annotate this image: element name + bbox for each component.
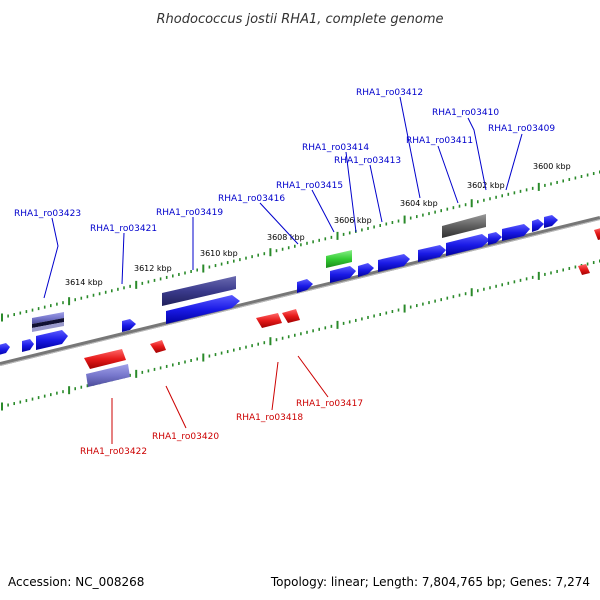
- gene-label[interactable]: RHA1_ro03415: [276, 181, 343, 191]
- genome-summary-text: Topology: linear; Length: 7,804,765 bp; …: [270, 575, 590, 589]
- tick-label: 3610 kbp: [200, 249, 238, 258]
- gene-label[interactable]: RHA1_ro03418: [236, 413, 303, 423]
- gene-label[interactable]: RHA1_ro03417: [296, 399, 363, 409]
- feature-bar[interactable]: [32, 322, 64, 332]
- gene-arrow[interactable]: [256, 313, 282, 328]
- tick-labels: 3600 kbp 3602 kbp 3604 kbp 3606 kbp 3608…: [65, 162, 571, 287]
- gene-label[interactable]: RHA1_ro03412: [356, 88, 423, 98]
- gene-arrow[interactable]: [297, 279, 313, 293]
- gene-label[interactable]: RHA1_ro03409: [488, 124, 555, 134]
- gene-arrow[interactable]: [532, 219, 544, 232]
- tracks: 3600 kbp 3602 kbp 3604 kbp 3606 kbp 3608…: [0, 88, 600, 457]
- gene-label[interactable]: RHA1_ro03420: [152, 432, 219, 442]
- gene-label[interactable]: RHA1_ro03416: [218, 194, 285, 204]
- tick-label: 3602 kbp: [467, 181, 505, 190]
- tick-label: 3600 kbp: [533, 162, 571, 171]
- gene-label[interactable]: RHA1_ro03410: [432, 108, 499, 118]
- feature-bar[interactable]: [32, 312, 64, 324]
- gene-label[interactable]: RHA1_ro03413: [334, 156, 401, 166]
- gene-arrow[interactable]: [22, 339, 34, 352]
- gene-arrow[interactable]: [544, 215, 558, 228]
- feature-bar[interactable]: [162, 276, 236, 306]
- tick-label: 3608 kbp: [267, 233, 305, 242]
- gene-label[interactable]: RHA1_ro03419: [156, 208, 223, 218]
- tick-label: 3606 kbp: [334, 216, 372, 225]
- rna-feature[interactable]: [442, 214, 486, 238]
- gene-arrow[interactable]: [418, 245, 446, 262]
- gene-arrow[interactable]: [594, 227, 600, 240]
- top-gene-labels: RHA1_ro03412 RHA1_ro03410 RHA1_ro03411 R…: [14, 88, 555, 234]
- gene-arrow[interactable]: [502, 224, 530, 241]
- gene-arrow[interactable]: [166, 295, 240, 324]
- gene-label[interactable]: RHA1_ro03414: [302, 143, 369, 153]
- reverse-genes: [84, 227, 600, 387]
- gene-arrow[interactable]: [36, 330, 68, 350]
- tick-label: 3604 kbp: [400, 199, 438, 208]
- map-title: Rhodococcus jostii RHA1, complete genome: [157, 12, 444, 27]
- tick-label: 3614 kbp: [65, 278, 103, 287]
- gene-arrow[interactable]: [122, 319, 136, 332]
- gene-arrow[interactable]: [330, 266, 356, 283]
- gene-arrow[interactable]: [84, 349, 126, 369]
- feature-bar[interactable]: [86, 364, 130, 387]
- gene-label[interactable]: RHA1_ro03422: [80, 447, 147, 457]
- selected-gene[interactable]: [326, 250, 352, 268]
- bottom-gene-labels: RHA1_ro03417 RHA1_ro03418 RHA1_ro03420 R…: [80, 399, 363, 457]
- gene-arrow[interactable]: [282, 309, 300, 323]
- gene-arrow[interactable]: [378, 254, 410, 272]
- tick-label: 3612 kbp: [134, 264, 172, 273]
- gene-label[interactable]: RHA1_ro03411: [406, 136, 473, 146]
- bottom-leaders: [111, 355, 329, 444]
- gene-arrow[interactable]: [446, 234, 490, 256]
- forward-genes: [0, 214, 558, 356]
- gene-arrow[interactable]: [150, 340, 166, 353]
- top-leaders: [43, 96, 523, 299]
- accession-text: Accession: NC_008268: [8, 575, 144, 589]
- gene-label[interactable]: RHA1_ro03423: [14, 209, 81, 219]
- gene-label[interactable]: RHA1_ro03421: [90, 224, 157, 234]
- gene-arrow[interactable]: [358, 263, 374, 277]
- gene-arrow[interactable]: [578, 264, 590, 275]
- upper-tick-track: [1, 170, 600, 322]
- gene-arrow[interactable]: [0, 343, 10, 356]
- feature-bar[interactable]: [32, 318, 64, 328]
- gene-arrow[interactable]: [488, 232, 502, 245]
